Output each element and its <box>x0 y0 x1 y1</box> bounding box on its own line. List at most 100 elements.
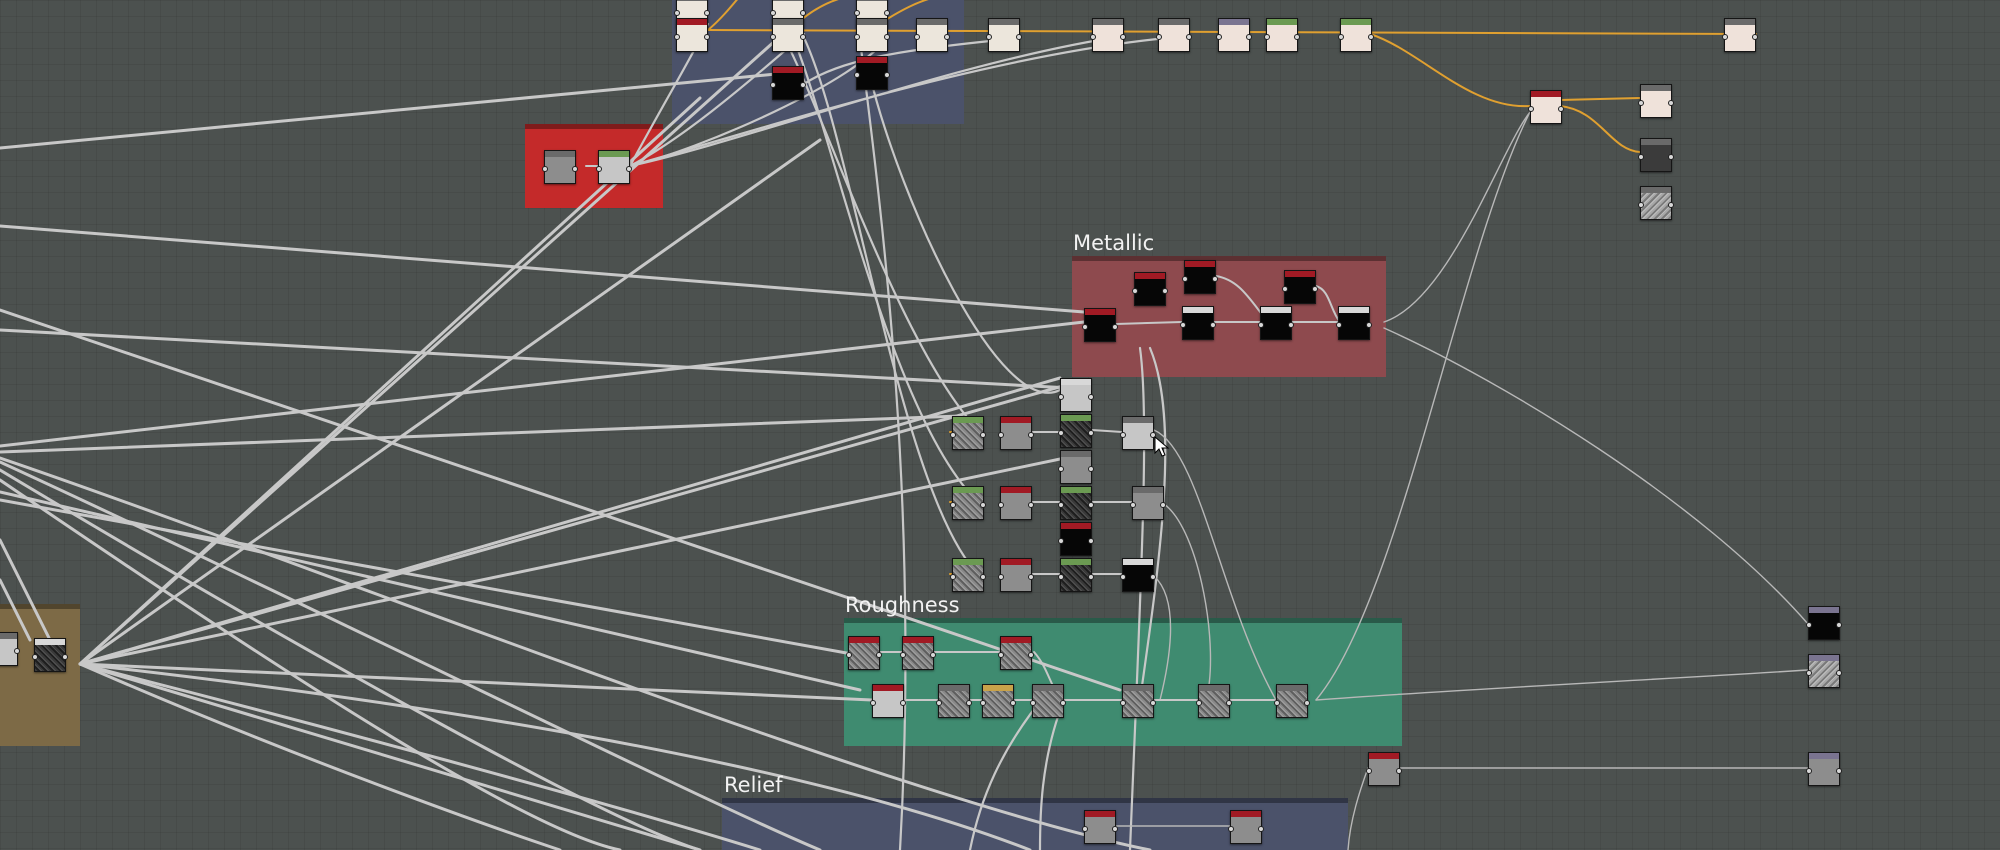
input-pin[interactable] <box>1058 466 1064 472</box>
graph-node[interactable] <box>950 558 986 592</box>
input-pin[interactable] <box>1196 700 1202 706</box>
graph-node[interactable] <box>998 636 1034 670</box>
output-pin[interactable] <box>1150 700 1156 706</box>
input-pin[interactable] <box>846 652 852 658</box>
input-pin[interactable] <box>950 502 956 508</box>
input-pin[interactable] <box>1082 826 1088 832</box>
input-pin[interactable] <box>1058 538 1064 544</box>
output-pin[interactable] <box>884 10 890 16</box>
input-pin[interactable] <box>1182 276 1188 282</box>
output-pin[interactable] <box>1088 502 1094 508</box>
graph-node[interactable] <box>1258 306 1294 340</box>
graph-node[interactable] <box>1058 450 1094 484</box>
graph-node[interactable] <box>1806 606 1842 640</box>
input-pin[interactable] <box>770 10 776 16</box>
input-pin[interactable] <box>1120 700 1126 706</box>
graph-node[interactable] <box>1638 186 1674 220</box>
graph-node[interactable] <box>1338 18 1374 52</box>
output-pin[interactable] <box>1060 700 1066 706</box>
output-pin[interactable] <box>1160 502 1166 508</box>
input-pin[interactable] <box>1806 670 1812 676</box>
input-pin[interactable] <box>1528 106 1534 112</box>
graph-node[interactable] <box>1130 486 1166 520</box>
graph-node[interactable] <box>1156 18 1192 52</box>
graph-node[interactable] <box>1090 18 1126 52</box>
input-pin[interactable] <box>770 82 776 88</box>
input-pin[interactable] <box>32 654 38 660</box>
output-pin[interactable] <box>800 10 806 16</box>
graph-node[interactable] <box>542 150 578 184</box>
output-pin[interactable] <box>62 654 68 660</box>
output-pin[interactable] <box>1088 466 1094 472</box>
output-pin[interactable] <box>980 502 986 508</box>
input-pin[interactable] <box>1366 768 1372 774</box>
input-pin[interactable] <box>870 700 876 706</box>
graph-node[interactable] <box>854 56 890 90</box>
input-pin[interactable] <box>1180 322 1186 328</box>
input-pin[interactable] <box>770 34 776 40</box>
input-pin[interactable] <box>900 652 906 658</box>
output-pin[interactable] <box>1162 288 1168 294</box>
input-pin[interactable] <box>950 574 956 580</box>
output-pin[interactable] <box>1258 826 1264 832</box>
graph-node[interactable] <box>0 632 20 666</box>
output-pin[interactable] <box>1396 768 1402 774</box>
output-pin[interactable] <box>1368 34 1374 40</box>
output-pin[interactable] <box>1088 430 1094 436</box>
output-pin[interactable] <box>572 166 578 172</box>
graph-node[interactable] <box>870 684 906 718</box>
output-pin[interactable] <box>884 34 890 40</box>
graph-node[interactable] <box>1196 684 1232 718</box>
output-pin[interactable] <box>1028 652 1034 658</box>
input-pin[interactable] <box>1058 430 1064 436</box>
graph-node[interactable] <box>1120 416 1156 450</box>
input-pin[interactable] <box>1130 502 1136 508</box>
output-pin[interactable] <box>800 82 806 88</box>
graph-node[interactable] <box>770 18 806 52</box>
input-pin[interactable] <box>998 652 1004 658</box>
input-pin[interactable] <box>1274 700 1280 706</box>
input-pin[interactable] <box>914 34 920 40</box>
output-pin[interactable] <box>900 700 906 706</box>
input-pin[interactable] <box>674 10 680 16</box>
graph-node[interactable] <box>998 486 1034 520</box>
input-pin[interactable] <box>950 432 956 438</box>
output-pin[interactable] <box>1558 106 1564 112</box>
graph-node[interactable] <box>1638 84 1674 118</box>
input-pin[interactable] <box>980 700 986 706</box>
graph-node[interactable] <box>1806 654 1842 688</box>
input-pin[interactable] <box>1264 34 1270 40</box>
graph-node[interactable] <box>1120 684 1156 718</box>
graph-node[interactable] <box>1528 90 1564 124</box>
input-pin[interactable] <box>1338 34 1344 40</box>
output-pin[interactable] <box>800 34 806 40</box>
output-pin[interactable] <box>1752 34 1758 40</box>
graph-node[interactable] <box>1722 18 1758 52</box>
graph-node[interactable] <box>936 684 972 718</box>
output-pin[interactable] <box>1668 202 1674 208</box>
graph-node[interactable] <box>900 636 936 670</box>
graph-node[interactable] <box>846 636 882 670</box>
output-pin[interactable] <box>1028 432 1034 438</box>
output-pin[interactable] <box>1668 100 1674 106</box>
output-pin[interactable] <box>884 72 890 78</box>
input-pin[interactable] <box>998 432 1004 438</box>
output-pin[interactable] <box>1226 700 1232 706</box>
graph-node[interactable] <box>1082 308 1118 342</box>
input-pin[interactable] <box>674 34 680 40</box>
input-pin[interactable] <box>1258 322 1264 328</box>
input-pin[interactable] <box>1058 394 1064 400</box>
output-pin[interactable] <box>966 700 972 706</box>
graph-node[interactable] <box>1216 18 1252 52</box>
output-pin[interactable] <box>1212 276 1218 282</box>
graph-node[interactable] <box>1228 810 1264 844</box>
input-pin[interactable] <box>542 166 548 172</box>
graph-node[interactable] <box>1282 270 1318 304</box>
output-pin[interactable] <box>1836 768 1842 774</box>
input-pin[interactable] <box>596 166 602 172</box>
input-pin[interactable] <box>1638 154 1644 160</box>
input-pin[interactable] <box>1806 768 1812 774</box>
input-pin[interactable] <box>1030 700 1036 706</box>
input-pin[interactable] <box>1082 324 1088 330</box>
output-pin[interactable] <box>1010 700 1016 706</box>
